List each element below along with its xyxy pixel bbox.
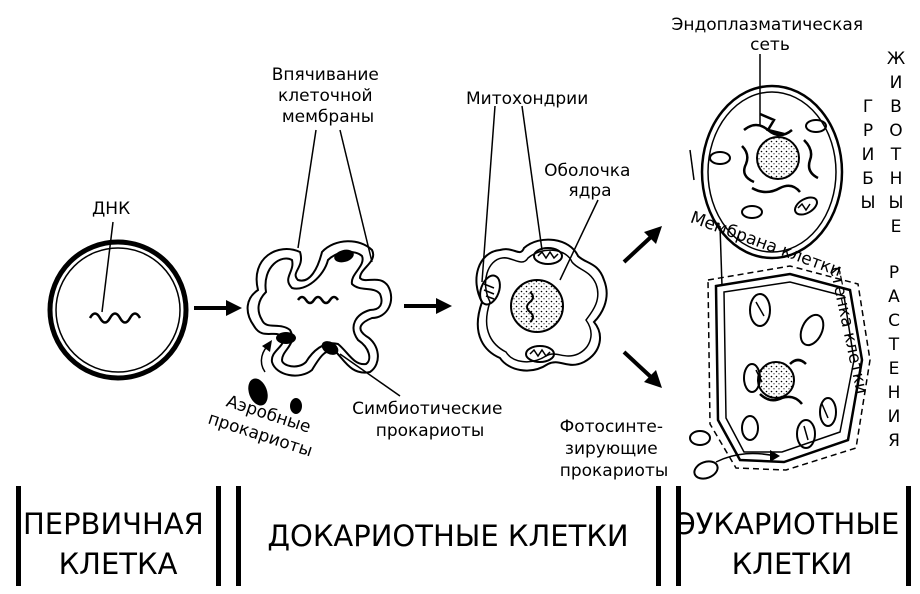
plants-letter: Н (888, 383, 901, 403)
arrow-1 (194, 300, 242, 316)
photosynthetic-label: Фотосинте- зирующие прокариоты (560, 417, 669, 481)
plants-letter: Я (888, 431, 900, 451)
photosynthetic-prokaryotes (690, 431, 780, 482)
plants-letter: И (888, 407, 901, 427)
nucleated-cell (476, 106, 606, 371)
primary-stage-title: ПЕРВИЧНАЯ КЛЕТКА (23, 507, 213, 581)
fungi-letter: Б (862, 169, 874, 189)
animals-letter: Н (890, 169, 903, 189)
animals-letter: О (889, 121, 902, 141)
er-label: Эндоплазматическая сеть (672, 15, 869, 55)
dna-strand (90, 314, 140, 323)
arrow-to-animals (624, 226, 662, 262)
eukaryotic-stage-title: ЭУКАРИОТНЫЕ КЛЕТКИ (675, 507, 908, 581)
invagination-label: Впячивание клеточной мембраны (272, 65, 385, 127)
symbiotic-label: Симбиотические прокариоты (352, 399, 508, 441)
fungi-letter: Ы (861, 193, 876, 213)
animals-letter: В (890, 97, 902, 117)
fungi-letter: Г (863, 97, 873, 117)
arrow-2 (404, 298, 452, 314)
invaginating-cell (248, 130, 392, 376)
animals-letter: Е (891, 217, 902, 237)
prokaryotic-stage-title: ДОКАРИОТНЫЕ КЛЕТКИ (267, 519, 628, 553)
plants-letter: С (888, 311, 900, 331)
fungi-letter: Р (863, 121, 873, 141)
plants-letter: Т (888, 335, 900, 355)
arrow-to-plants (624, 352, 662, 388)
nuclear-envelope-label: Оболочка ядра (544, 161, 636, 201)
mitochondria-label: Митохондрии (466, 89, 588, 109)
dna-strand (298, 297, 338, 303)
dna-label: ДНК (92, 199, 130, 219)
animals-letter: Т (890, 145, 902, 165)
primary-cell (50, 222, 186, 378)
animals-letter: Ж (887, 49, 905, 69)
plants-letter: Р (889, 263, 899, 283)
fungi-letter: И (862, 145, 875, 165)
animals-letter: И (890, 73, 903, 93)
animals-letter: Ы (889, 193, 904, 213)
cell-membrane-label: Мембрана клетки (688, 208, 845, 281)
plants-letter: А (888, 287, 900, 307)
plants-letter: Е (889, 359, 900, 379)
